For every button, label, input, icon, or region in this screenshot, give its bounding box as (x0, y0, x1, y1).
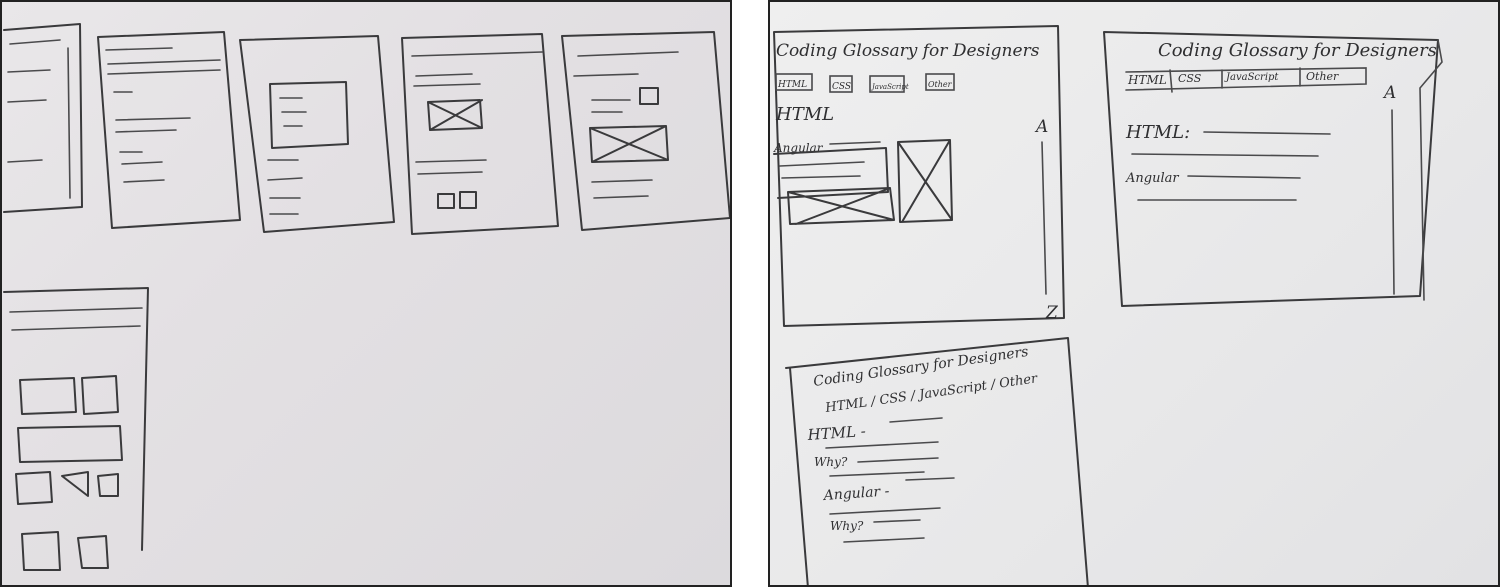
sketch-b-tab-1: HTML (1127, 73, 1167, 87)
sketch-b-tab-2: CSS (1178, 72, 1202, 85)
sketch-c-term-1: HTML - (806, 422, 866, 444)
sketch-b-term-2: Angular (1125, 171, 1179, 186)
sketch-b-term-1: HTML: (1125, 122, 1190, 143)
sketch-a-tab-1: HTML (777, 80, 807, 90)
left-sketch-photo (0, 0, 732, 587)
thumbnail-1 (3, 23, 83, 213)
partial-sketch (3, 287, 149, 571)
sketch-a-index-bottom: Z (1045, 303, 1059, 323)
sketch-a-tab-4: Other (928, 80, 953, 89)
sketch-a-index-top: A (1034, 117, 1048, 137)
sketch-a-tab-3: JavaScript (870, 83, 909, 91)
thumbnail-3 (239, 35, 395, 233)
sketch-b: Coding Glossary for Designers HTML CSS J… (1103, 31, 1443, 307)
sketch-a-tab-2: CSS (832, 82, 851, 92)
sketch-b-tab-4: Other (1306, 70, 1339, 83)
thumbnail-4 (401, 33, 559, 235)
sketch-b-title: Coding Glossary for Designers (1158, 40, 1437, 61)
thumbnail-sketches (3, 23, 730, 571)
sketch-b-index-top: A (1382, 83, 1396, 103)
thumbnail-5 (561, 31, 730, 231)
sketch-c-why-1: Why? (814, 455, 848, 469)
sketch-a-heading: HTML (775, 104, 834, 125)
sketch-c-why-2: Why? (830, 519, 864, 533)
sketch-b-tab-3: JavaScript (1224, 72, 1279, 83)
sketch-a: Coding Glossary for Designers HTML CSS J… (773, 25, 1065, 327)
sketch-c: Coding Glossary for Designers HTML / CSS… (785, 337, 1089, 585)
wireframe-sketches: Coding Glossary for Designers HTML CSS J… (773, 25, 1443, 585)
right-sketch-photo: Coding Glossary for Designers HTML CSS J… (768, 0, 1500, 587)
sketch-a-title: Coding Glossary for Designers (776, 41, 1040, 61)
thumbnail-2 (97, 31, 241, 229)
sketch-c-term-2: Angular - (821, 483, 890, 504)
